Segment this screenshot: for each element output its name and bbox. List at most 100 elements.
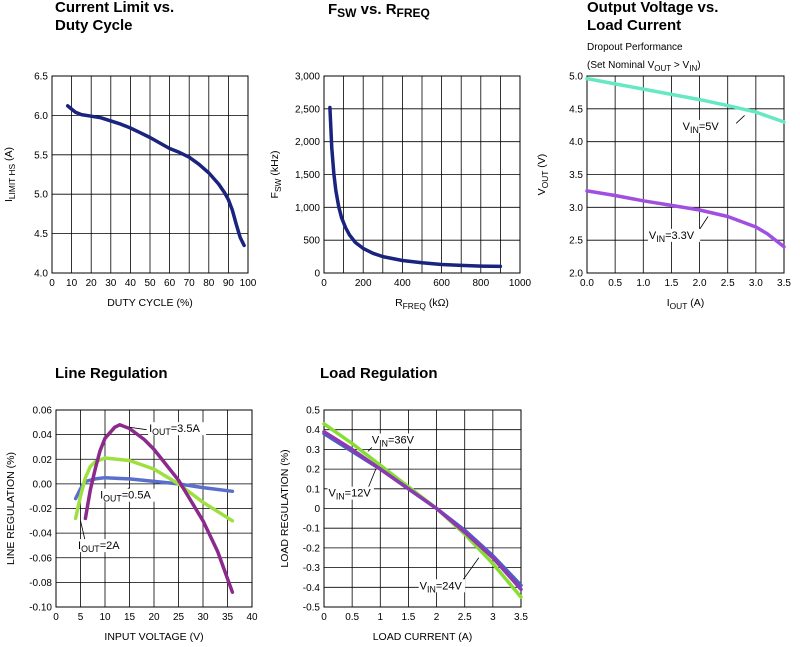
y-tick-label: 0.06 <box>33 406 53 417</box>
annotation-background <box>370 433 418 447</box>
y-tick-label: 0.5 <box>306 406 320 417</box>
x-tick-label: 50 <box>144 278 156 289</box>
series-label-v-in-36v: VIN=36V <box>372 434 415 448</box>
chart-title: Line Regulation <box>55 365 168 382</box>
x-tick-label: 40 <box>125 278 137 289</box>
chart-title: FSW vs. RFREQ <box>328 1 430 20</box>
annotation-leader <box>735 115 745 124</box>
x-tick-label: 90 <box>223 278 235 289</box>
x-tick-label: 2.0 <box>693 278 707 289</box>
y-tick-label: 2.0 <box>569 269 583 280</box>
x-tick-label: 2.5 <box>721 278 735 289</box>
y-tick-label: 0 <box>314 269 320 280</box>
y-tick-label: 4.5 <box>569 104 583 115</box>
series-line-c2 <box>328 105 503 269</box>
x-axis-label: LOAD CURRENT (A) <box>373 631 473 643</box>
x-tick-label: 0 <box>53 612 59 623</box>
y-tick-label: 6.5 <box>34 72 48 83</box>
annotation-background <box>148 422 207 436</box>
x-tick-label: 3.5 <box>777 278 791 289</box>
series-label-v-in-3-3v: VIN=3.3V <box>649 230 695 244</box>
y-tick-label: 0.1 <box>306 484 320 495</box>
x-tick-label: 30 <box>197 612 209 623</box>
annotation-background <box>647 228 701 242</box>
x-tick-label: 0.0 <box>580 278 594 289</box>
y-tick-label: 1,000 <box>295 203 320 214</box>
y-tick-label: 0.02 <box>33 455 53 466</box>
x-axis-label: INPUT VOLTAGE (V) <box>104 631 203 643</box>
x-tick-label: 800 <box>472 278 489 289</box>
plot-frame <box>55 409 253 608</box>
series-line-i-out-3-5a <box>83 423 235 594</box>
series-line-c1 <box>65 104 246 248</box>
plot-frame <box>586 75 785 274</box>
y-tick-label: 3.5 <box>569 170 583 181</box>
y-tick-label: 4.0 <box>34 269 48 280</box>
y-tick-label: 5.5 <box>34 150 48 161</box>
x-tick-label: 0 <box>321 278 327 289</box>
y-axis-label: LINE REGULATION (%) <box>5 452 17 565</box>
y-tick-label: -0.4 <box>303 583 321 594</box>
y-axis-label: ILIMIT HS (A) <box>3 147 17 202</box>
x-tick-label: 3.0 <box>749 278 763 289</box>
chart-title: Load Regulation <box>320 365 438 382</box>
y-tick-label: 0.4 <box>306 425 320 436</box>
x-tick-label: 40 <box>246 612 258 623</box>
series-line-v-in-3-3v <box>585 189 786 249</box>
y-axis-label: FSW (kHz) <box>269 151 283 199</box>
y-tick-label: -0.5 <box>303 603 321 614</box>
x-tick-label: 100 <box>240 278 257 289</box>
x-tick-label: 600 <box>433 278 450 289</box>
y-axis-label: LOAD REGULATION (%) <box>279 449 291 567</box>
x-tick-label: 10 <box>66 278 78 289</box>
x-tick-label: 1.5 <box>664 278 678 289</box>
plot-frame <box>323 75 521 274</box>
x-tick-label: 400 <box>394 278 411 289</box>
annotation-leader <box>461 557 480 582</box>
y-tick-label: 2,000 <box>295 137 320 148</box>
annotation-background <box>99 488 158 502</box>
series-label-i-out-2a: IOUT=2A <box>78 540 120 554</box>
y-tick-label: 500 <box>303 236 320 247</box>
plot-frame <box>323 409 522 608</box>
y-tick-label: -0.1 <box>303 524 321 535</box>
x-tick-label: 1 <box>378 612 384 623</box>
x-axis-label: DUTY CYCLE (%) <box>107 297 193 309</box>
y-tick-label: 3,000 <box>295 72 320 83</box>
y-tick-label: -0.08 <box>29 578 52 589</box>
y-tick-label: 4.5 <box>34 229 48 240</box>
x-tick-label: 3 <box>490 612 496 623</box>
plot-frame <box>51 75 249 274</box>
x-tick-label: 0.5 <box>608 278 622 289</box>
x-tick-label: 3.5 <box>514 612 528 623</box>
x-tick-label: 20 <box>86 278 98 289</box>
y-tick-label: -0.2 <box>303 543 321 554</box>
x-tick-label: 2.5 <box>458 612 472 623</box>
annotation-background <box>77 539 124 553</box>
y-tick-label: 1,500 <box>295 170 320 181</box>
x-tick-label: 0 <box>321 612 327 623</box>
annotation-background <box>681 119 723 133</box>
series-label-v-in-5v: VIN=5V <box>683 121 720 135</box>
y-tick-label: 6.0 <box>34 111 48 122</box>
x-axis-label: RFREQ (kΩ) <box>395 297 449 311</box>
annotation-background <box>327 486 374 500</box>
annotation-leader <box>80 520 86 542</box>
x-tick-label: 15 <box>124 612 136 623</box>
series-label-v-in-24v: VIN=24V <box>420 580 463 594</box>
series-label-i-out-0-5a: IOUT=0.5A <box>100 490 151 504</box>
x-tick-label: 70 <box>184 278 196 289</box>
x-tick-label: 60 <box>164 278 176 289</box>
chart-title: Output Voltage vs. <box>587 0 718 16</box>
chart-title: Duty Cycle <box>55 17 133 34</box>
y-tick-label: -0.02 <box>29 504 52 515</box>
x-tick-label: 1.0 <box>636 278 650 289</box>
y-tick-label: 0.00 <box>33 479 53 490</box>
series-line-i-out-2a <box>73 456 235 523</box>
